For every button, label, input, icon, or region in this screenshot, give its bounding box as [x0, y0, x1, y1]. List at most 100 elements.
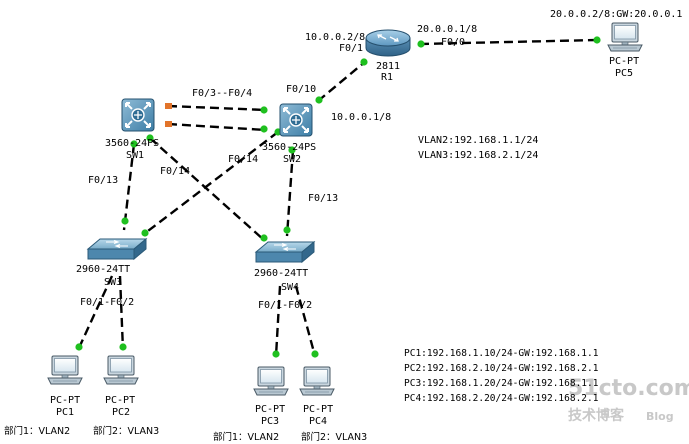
links	[76, 38, 598, 357]
port-dot	[593, 36, 601, 44]
link-sw1-sw3	[122, 143, 136, 231]
sw2-name-label: SW2	[283, 154, 301, 165]
pc2-name-label: PC2	[112, 407, 130, 418]
switch-sw1[interactable]	[121, 98, 155, 132]
sw1-model-label: 3560-24PS	[105, 138, 159, 149]
pc4-type-label: PC-PT	[303, 404, 333, 415]
link-sw1-sw2-b	[167, 122, 267, 132]
multilayer-switch-icon	[279, 103, 313, 137]
vlan-note: VLAN3:192.168.2.1/24	[418, 150, 538, 161]
vlan-note: VLAN2:192.168.1.1/24	[418, 135, 538, 146]
pc-icon	[299, 366, 335, 396]
link-label-sw2-sw4: F0/13	[308, 193, 338, 204]
port-dot	[311, 350, 319, 358]
switch-sw4[interactable]	[255, 241, 315, 263]
r1-f00-label: F0/0	[441, 37, 465, 48]
link-sw4-pc4	[294, 285, 317, 357]
pc2-type-label: PC-PT	[105, 395, 135, 406]
link-sw4-pc3	[274, 285, 282, 357]
port-dot	[272, 350, 280, 358]
link-label-sw1-sw3: F0/13	[88, 175, 118, 186]
port-dot	[260, 234, 268, 242]
pc1-dept-label: 部门1：VLAN2	[4, 425, 70, 437]
port-dot	[260, 106, 268, 114]
link-sw2-sw3	[143, 131, 279, 235]
port-dot-blocking	[165, 103, 172, 109]
r1-f01-label: F0/1	[339, 43, 363, 54]
pc3-type-label: PC-PT	[255, 404, 285, 415]
port-dot	[141, 229, 149, 237]
sw2-ip-label: 10.0.0.1/8	[331, 112, 391, 123]
pc1[interactable]	[47, 355, 83, 385]
pc1-type-label: PC-PT	[50, 395, 80, 406]
sw2-model-label: 3560-24PS	[262, 142, 316, 153]
link-sw1-sw4	[149, 137, 265, 241]
port-dot	[260, 125, 268, 133]
pc-icon	[253, 366, 289, 396]
pc-icon	[47, 355, 83, 385]
port-dot	[130, 140, 138, 148]
pc2-dept-label: 部门2：VLAN3	[93, 425, 159, 437]
port-dot	[146, 134, 154, 142]
port-dot	[288, 146, 296, 154]
sw4-ports-label: F0/1-F0/2	[258, 300, 312, 311]
pc5-name-label: PC5	[615, 68, 633, 79]
link-r1-pc5	[419, 38, 598, 46]
router-name-label: R1	[381, 72, 393, 83]
sw3-model-label: 2960-24TT	[76, 264, 130, 275]
pc1-name-label: PC1	[56, 407, 74, 418]
router-r1[interactable]: 2811 R1	[365, 29, 411, 83]
link-label-sw2-sw3: F0/14	[228, 154, 258, 165]
sw4-model-label: 2960-24TT	[254, 268, 308, 279]
r1-right-ip-label: 20.0.0.1/8	[417, 24, 477, 35]
port-dot-blocking	[165, 121, 172, 127]
link-sw2-sw4	[285, 149, 295, 237]
port-dot	[417, 40, 425, 48]
port-dot	[360, 58, 368, 66]
watermark-text: 技术博客	[568, 407, 625, 424]
multilayer-switch-icon	[121, 98, 155, 132]
sw3-name-label: SW3	[104, 277, 122, 288]
pc5-ip-label: 20.0.0.2/8:GW:20.0.0.1	[550, 9, 682, 20]
watermark: 51cto.com 技术博客 Blog	[568, 376, 689, 424]
pc4[interactable]	[299, 366, 335, 396]
port-dot	[75, 343, 83, 351]
link-sw3-pc2	[118, 275, 125, 351]
pc3-name-label: PC3	[261, 416, 279, 427]
pc4-dept-label: 部门2：VLAN3	[301, 431, 367, 443]
pc2[interactable]	[103, 355, 139, 385]
pc3[interactable]	[253, 366, 289, 396]
pc4-name-label: PC4	[309, 416, 327, 427]
switch-sw2[interactable]	[279, 103, 313, 137]
link-label-sw1-sw2: F0/3--F0/4	[192, 88, 252, 99]
pc-icon	[607, 22, 643, 52]
pc-note: PC2:192.168.2.10/24-GW:192.168.2.1	[404, 363, 599, 374]
pc-note: PC3:192.168.1.20/24-GW:192.168.1.1	[404, 378, 599, 389]
pc-note: PC1:192.168.1.10/24-GW:192.168.1.1	[404, 348, 599, 359]
router-icon	[365, 29, 411, 57]
port-dot	[121, 217, 129, 225]
sw4-name-label: SW4	[281, 282, 299, 293]
port-dot	[119, 343, 127, 351]
link-sw2-r1	[317, 60, 367, 102]
link-label-sw1-sw4: F0/14	[160, 166, 190, 177]
link-label-sw2-r1: F0/10	[286, 84, 316, 95]
switch-icon	[255, 241, 315, 263]
pc5-type-label: PC-PT	[609, 56, 639, 67]
watermark-blog: Blog	[646, 410, 674, 423]
pc-note: PC4:192.168.2.20/24-GW:192.168.2.1	[404, 393, 599, 404]
port-dot	[315, 96, 323, 104]
pc5[interactable]	[607, 22, 643, 52]
switch-icon	[87, 238, 147, 260]
r1-left-ip-label: 10.0.0.2/8	[305, 32, 365, 43]
router-model-label: 2811	[376, 61, 400, 72]
sw3-ports-label: F0/1-F0/2	[80, 297, 134, 308]
link-sw1-sw2-a	[167, 104, 267, 112]
switch-sw3[interactable]	[87, 238, 147, 260]
sw1-name-label: SW1	[126, 150, 144, 161]
pc3-dept-label: 部门1：VLAN2	[213, 431, 279, 443]
watermark-site: 51cto.com	[568, 376, 689, 401]
port-dot	[283, 226, 291, 234]
